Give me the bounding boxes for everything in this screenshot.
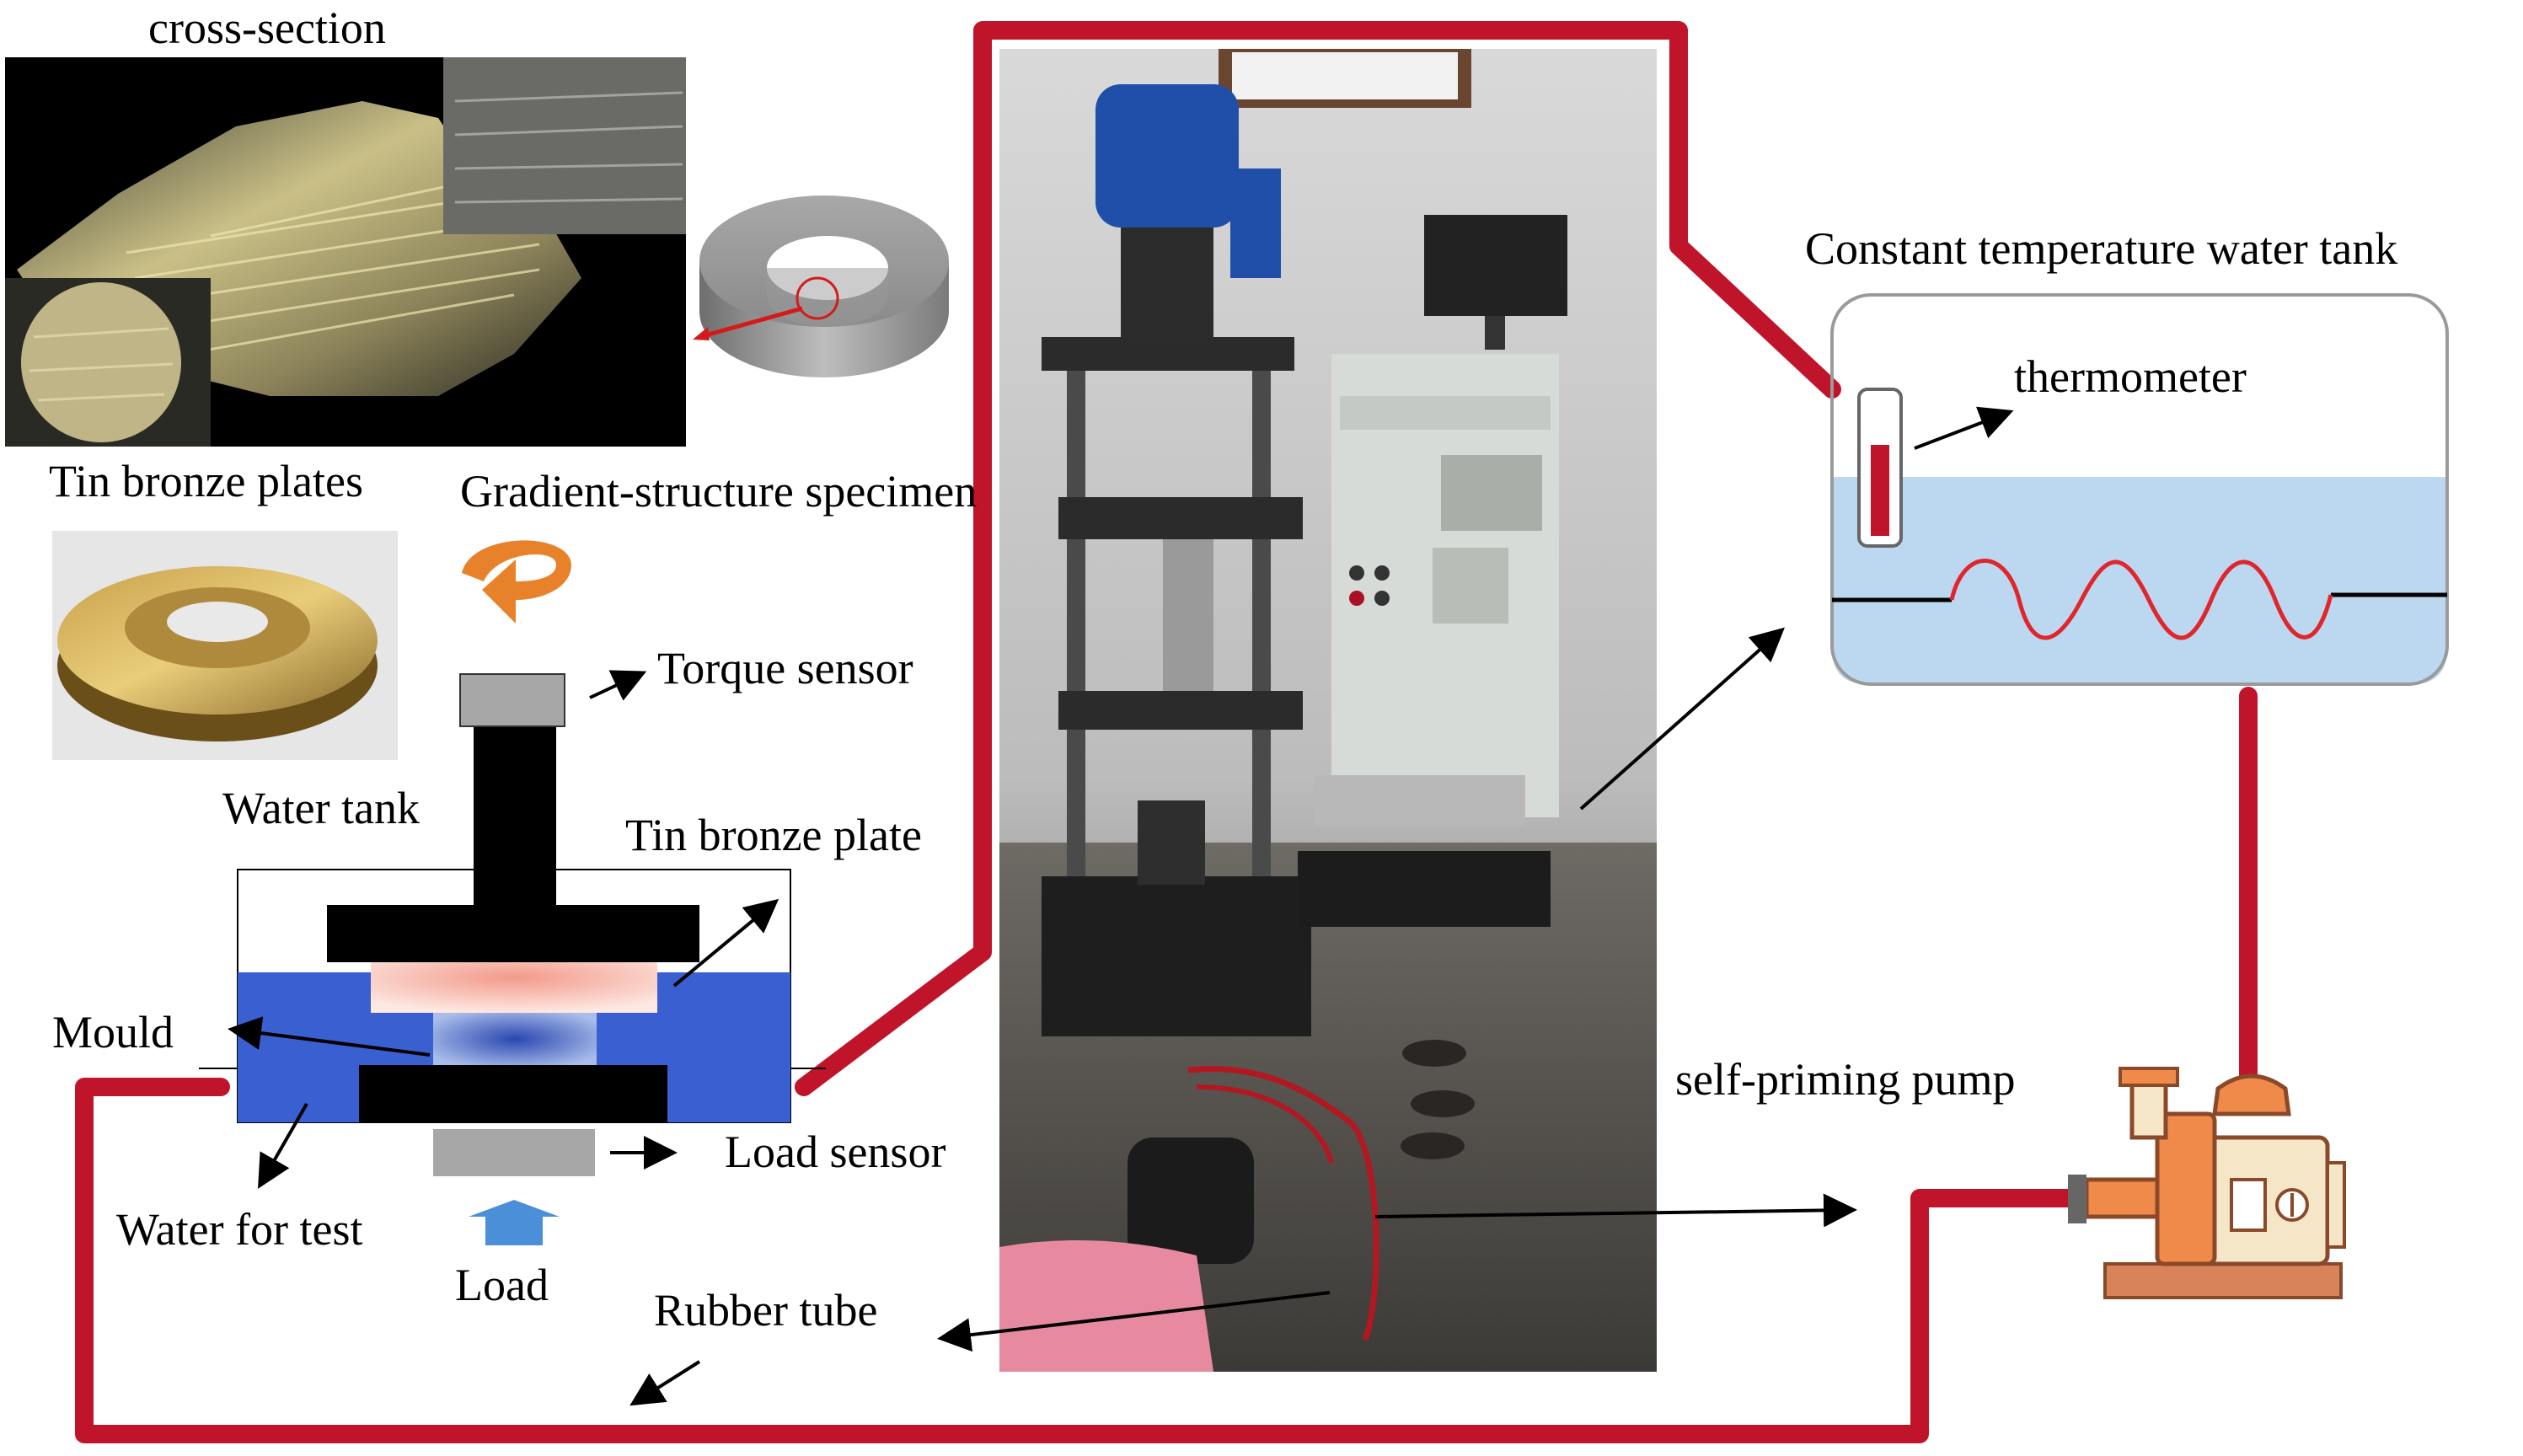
tin-bronze-plate-label: Tin bronze plate (625, 810, 922, 860)
heater-coil (1949, 559, 2333, 640)
load-sensor-label: Load sensor (725, 1127, 946, 1177)
water-for-test-label: Water for test (116, 1204, 363, 1255)
self-priming-pump-icon (2068, 1067, 2346, 1299)
gradient-specimen-label: Gradient-structure specimen (460, 466, 978, 517)
load-label: Load (455, 1260, 549, 1310)
ring-specimen-render (693, 195, 949, 377)
self-priming-pump-label: self-priming pump (1675, 1054, 2016, 1105)
water-tank-label: Water tank (222, 783, 420, 833)
rubber-tube-label: Rubber tube (654, 1285, 878, 1336)
water-circulation-tube (75, 21, 2258, 1443)
lab-test-machine-photo (999, 49, 1657, 1372)
tin-bronze-plates-label: Tin bronze plates (49, 456, 363, 506)
cross-section-label: cross-section (148, 3, 386, 53)
thermometer-icon (1857, 388, 1903, 548)
test-cell-schematic (199, 540, 826, 1245)
torque-sensor-label: Torque sensor (657, 643, 913, 693)
cross-section-image (5, 57, 686, 447)
mould-label: Mould (52, 1007, 174, 1057)
constant-temp-tank-label: Constant temperature water tank (1805, 223, 2398, 274)
curved-rotation-arrow-icon (462, 540, 572, 624)
thermometer-label: thermometer (2014, 351, 2247, 402)
constant-temperature-tank (1830, 293, 2449, 686)
pointer-arrows (228, 406, 2014, 1406)
tin-bronze-plate-photo (52, 531, 398, 760)
